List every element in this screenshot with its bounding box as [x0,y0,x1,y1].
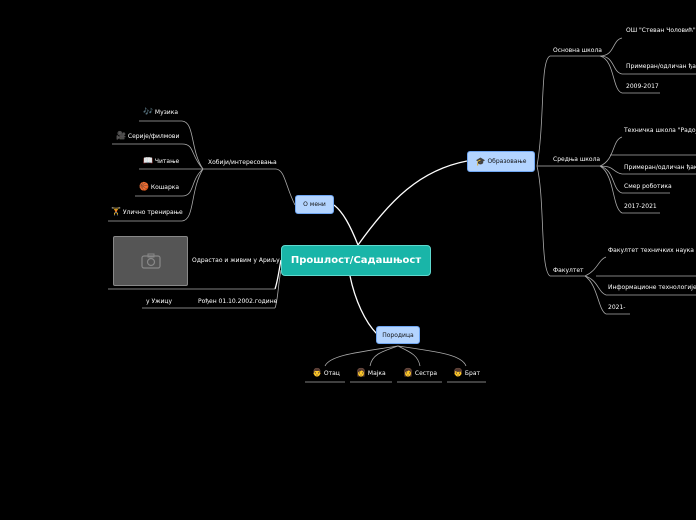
topic-education[interactable]: 🎓 Образовање [467,151,535,172]
born-place-text[interactable]: у Ужицу [146,298,173,305]
man-icon: 👨 [312,368,322,377]
open-book-icon: 📖 [143,156,153,165]
secondary-grade[interactable]: Примеран/одличан ђак [624,164,696,171]
family-brother[interactable]: 👦 Брат [453,369,480,378]
link-sec-years [599,165,623,214]
basketball-icon: 🏀 [139,182,149,191]
girl-icon: 👩 [403,368,413,377]
link-family-father [324,345,399,367]
link-family-sister [397,345,421,367]
music-notes-icon: 🎶 [143,107,153,116]
boy-icon: 👦 [453,368,463,377]
link-root-about [333,204,359,246]
link-hobby-series [181,143,204,170]
link-root-grew-up [274,259,282,290]
family-father[interactable]: 👨 Отац [312,369,340,378]
link-edu-university [536,165,551,277]
link-root-education [357,160,468,246]
family-father-label: Отац [323,370,340,377]
family-mother[interactable]: 👩 Мајка [356,369,386,378]
link-root-family [349,275,378,335]
link-elem-grade [599,55,623,75]
elementary-years[interactable]: 2009-2017 [626,83,659,90]
family-sister[interactable]: 👩 Сестра [403,369,437,378]
link-sec-grade [599,165,623,175]
hobbies-label[interactable]: Хобији/интересовања [208,159,277,166]
link-hobby-music [181,120,204,170]
hobby-training-label: Улично тренирање [122,209,183,216]
secondary-name[interactable]: Техничка школа "Радоје Љ [624,127,696,134]
topic-family[interactable]: Породица [376,326,420,344]
root-topic[interactable]: Прошлост/Садашњост [281,245,431,276]
elementary-grade[interactable]: Примеран/одличан ђак [626,63,696,70]
link-elem-years [599,55,623,94]
hobby-reading[interactable]: 📖 Читање [143,157,179,166]
photo-placeholder [113,236,188,286]
hobby-music-label: Музика [154,109,179,116]
link-elem-name [599,37,623,57]
weightlifter-icon: 🏋 [111,207,121,216]
link-about-hobbies [275,168,296,206]
family-sister-label: Сестра [414,370,438,377]
university-name[interactable]: Факултет техничких наука у Ч [608,247,696,254]
secondary-years[interactable]: 2017-2021 [624,203,657,210]
root-label: Прошлост/Садашњост [290,255,422,266]
link-sec-name [599,136,623,167]
elementary-name[interactable]: ОШ "Стеван Чоловић" у [626,27,696,34]
movie-camera-icon: 🎥 [116,131,126,140]
camera-icon [140,253,161,269]
topic-education-label: Образовање [487,158,527,165]
topic-about[interactable]: О мени [295,195,334,214]
university-years[interactable]: 2021- [608,304,626,311]
topic-about-label: О мени [303,201,326,208]
graduation-cap-icon: 🎓 [475,156,486,166]
university-label[interactable]: Факултет [553,267,584,274]
hobby-reading-label: Читање [154,158,180,165]
link-family-mother [369,345,399,367]
link-family-brother [397,345,467,367]
hobby-series[interactable]: 🎥 Серије/филмови [116,132,179,141]
secondary-major[interactable]: Смер роботика [624,183,672,190]
link-about-born [274,269,282,309]
link-uni-name [584,256,607,277]
link-hobby-basketball [181,168,204,197]
elementary-label[interactable]: Основна школа [553,47,602,54]
university-major[interactable]: Информационе технологије [608,284,696,291]
link-uni-years [584,275,607,315]
grew-up-text[interactable]: Одрастао и живим у Ариљу [192,257,280,264]
link-sec-major [599,165,623,194]
hobby-basketball[interactable]: 🏀 Кошарка [139,183,179,192]
link-edu-elementary [536,55,551,167]
family-brother-label: Брат [464,370,480,377]
link-hobby-training [181,168,204,222]
hobby-music[interactable]: 🎶 Музика [143,108,178,117]
family-mother-label: Мајка [367,370,386,377]
secondary-label[interactable]: Средња школа [553,156,601,163]
hobby-basketball-label: Кошарка [150,184,180,191]
hobby-series-label: Серије/филмови [127,133,180,140]
topic-family-label: Породица [382,331,414,339]
hobby-training[interactable]: 🏋 Улично тренирање [111,208,183,217]
link-uni-major [584,275,607,296]
woman-icon: 👩 [356,368,366,377]
born-text[interactable]: Рођен 01.10.2002.године [198,298,278,305]
